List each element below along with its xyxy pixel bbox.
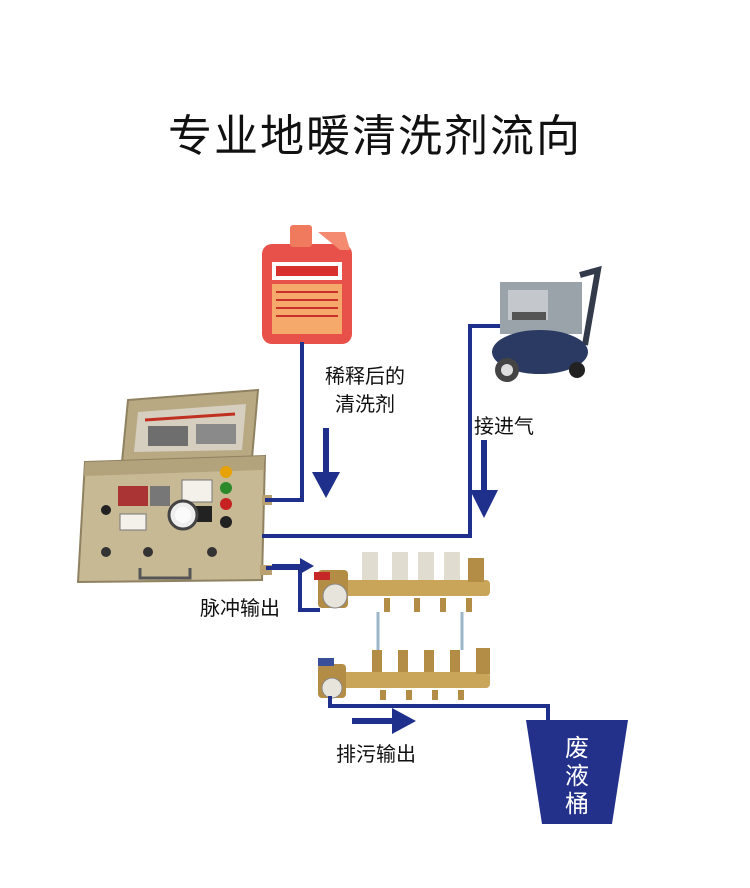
pipe-drain (328, 696, 550, 722)
cleaning-machine (76, 388, 272, 584)
arrow-drain-right (352, 708, 416, 734)
flow-pipes (262, 324, 550, 722)
arrow-air-down (470, 440, 498, 518)
lower-manifold (318, 648, 490, 700)
label-drain-output: 排污输出 (336, 742, 416, 766)
label-pulse-output: 脉冲输出 (200, 596, 280, 620)
waste-tank: 废 液 桶 (526, 720, 628, 824)
label-air-inlet: 接进气 (474, 414, 534, 438)
arrow-pulse-right (272, 558, 314, 574)
label-diluted-agent: 稀释后的 清洗剂 (310, 362, 420, 418)
pipe-air (262, 324, 500, 538)
waste-tank-label-3: 桶 (565, 790, 589, 818)
cleaning-agent-bottle (262, 225, 352, 344)
page-title: 专业地暖清洗剂流向 (168, 111, 582, 162)
pipe-agent (265, 342, 304, 502)
label-diluted-line1: 稀释后的 (325, 364, 405, 388)
label-diluted-line2: 清洗剂 (335, 392, 395, 416)
air-compressor (492, 265, 602, 382)
upper-manifold (314, 552, 490, 650)
arrow-agent-down (312, 428, 340, 498)
waste-tank-label-1: 废 (565, 734, 589, 762)
waste-tank-label-2: 液 (565, 762, 589, 790)
